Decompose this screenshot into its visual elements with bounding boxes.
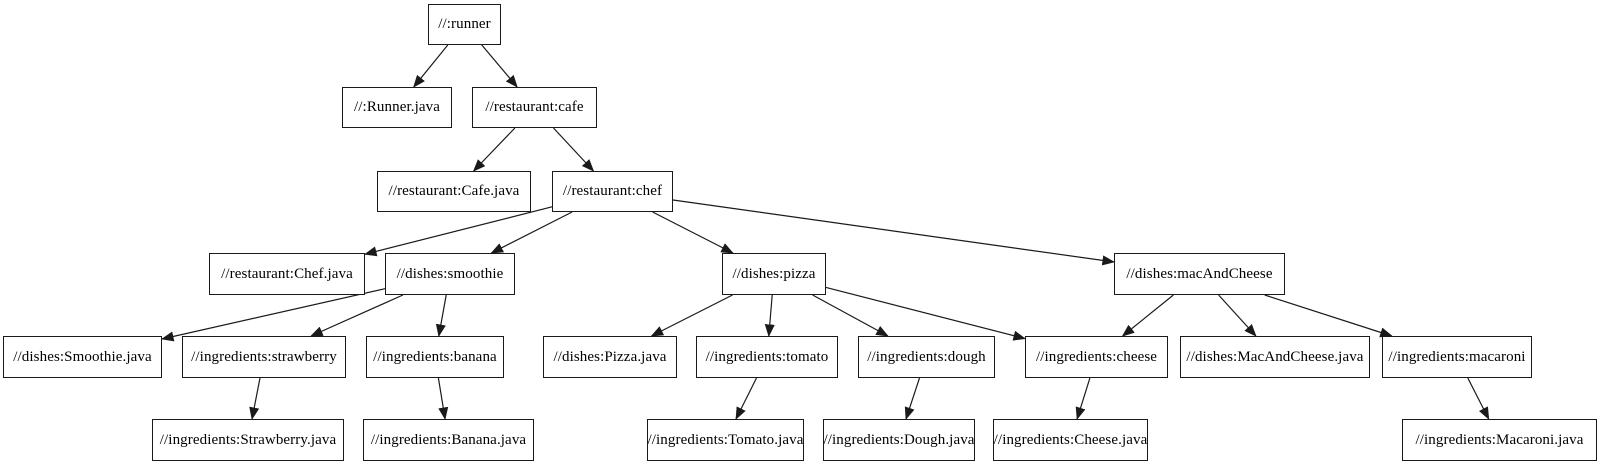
edge-smoothie-to-banana xyxy=(435,294,447,337)
edge-pizza-to-tomato xyxy=(764,294,775,338)
edge-pizza-to-pizza-java xyxy=(650,294,733,337)
edge-cheese-to-cheese-java xyxy=(1075,377,1091,420)
node-mac-and-cheese: //dishes:macAndCheese xyxy=(1114,253,1285,295)
node-dough: //ingredients:dough xyxy=(858,336,995,378)
edge-smoothie-to-smoothie-java xyxy=(161,288,386,342)
edge-cafe-to-chef xyxy=(553,127,595,172)
edge-mac-and-cheese-to-mac-and-cheese-java xyxy=(1218,294,1257,337)
edge-chef-to-smoothie xyxy=(490,211,573,254)
edge-pizza-to-dough xyxy=(812,294,889,337)
node-macaroni: //ingredients:macaroni xyxy=(1382,336,1532,378)
node-tomato: //ingredients:tomato xyxy=(696,336,838,378)
edge-tomato-to-tomato-java xyxy=(735,377,758,420)
edge-runner-to-runner-java xyxy=(413,44,449,88)
edge-macaroni-to-macaroni-java xyxy=(1467,377,1490,420)
node-cheese-java: //ingredients:Cheese.java xyxy=(993,419,1148,461)
node-pizza: //dishes:pizza xyxy=(722,253,826,295)
edge-chef-to-chef-java xyxy=(364,206,553,257)
node-strawberry: //ingredients:strawberry xyxy=(182,336,346,378)
node-chef-java: //restaurant:Chef.java xyxy=(209,253,365,295)
node-strawberry-java: //ingredients:Strawberry.java xyxy=(152,419,344,461)
node-cafe: //restaurant:cafe xyxy=(472,87,597,128)
node-dough-java: //ingredients:Dough.java xyxy=(823,419,975,461)
edge-smoothie-to-strawberry xyxy=(310,294,404,337)
edge-mac-and-cheese-to-macaroni xyxy=(1264,294,1393,338)
node-pizza-java: //dishes:Pizza.java xyxy=(543,336,677,378)
node-smoothie: //dishes:smoothie xyxy=(385,253,515,295)
node-smoothie-java: //dishes:Smoothie.java xyxy=(3,336,162,378)
edge-pizza-to-cheese xyxy=(825,286,1026,341)
edge-banana-to-banana-java xyxy=(437,377,449,420)
edge-mac-and-cheese-to-cheese xyxy=(1121,294,1174,337)
node-banana-java: //ingredients:Banana.java xyxy=(363,419,534,461)
node-macaroni-java: //ingredients:Macaroni.java xyxy=(1402,419,1597,461)
node-banana: //ingredients:banana xyxy=(366,336,504,378)
node-runner-java: //:Runner.java xyxy=(342,87,452,128)
node-mac-and-cheese-java: //dishes:MacAndCheese.java xyxy=(1180,336,1370,378)
edge-chef-to-pizza xyxy=(652,211,734,254)
edge-strawberry-to-strawberry-java xyxy=(249,377,261,420)
edge-cafe-to-cafe-java xyxy=(472,127,516,172)
edge-dough-to-dough-java xyxy=(904,377,921,420)
node-cafe-java: //restaurant:Cafe.java xyxy=(377,171,531,212)
node-runner: //:runner xyxy=(428,4,501,45)
node-cheese: //ingredients:cheese xyxy=(1025,336,1168,378)
edge-runner-to-cafe xyxy=(481,44,518,88)
node-chef: //restaurant:chef xyxy=(552,171,673,212)
node-tomato-java: //ingredients:Tomato.java xyxy=(647,419,804,461)
